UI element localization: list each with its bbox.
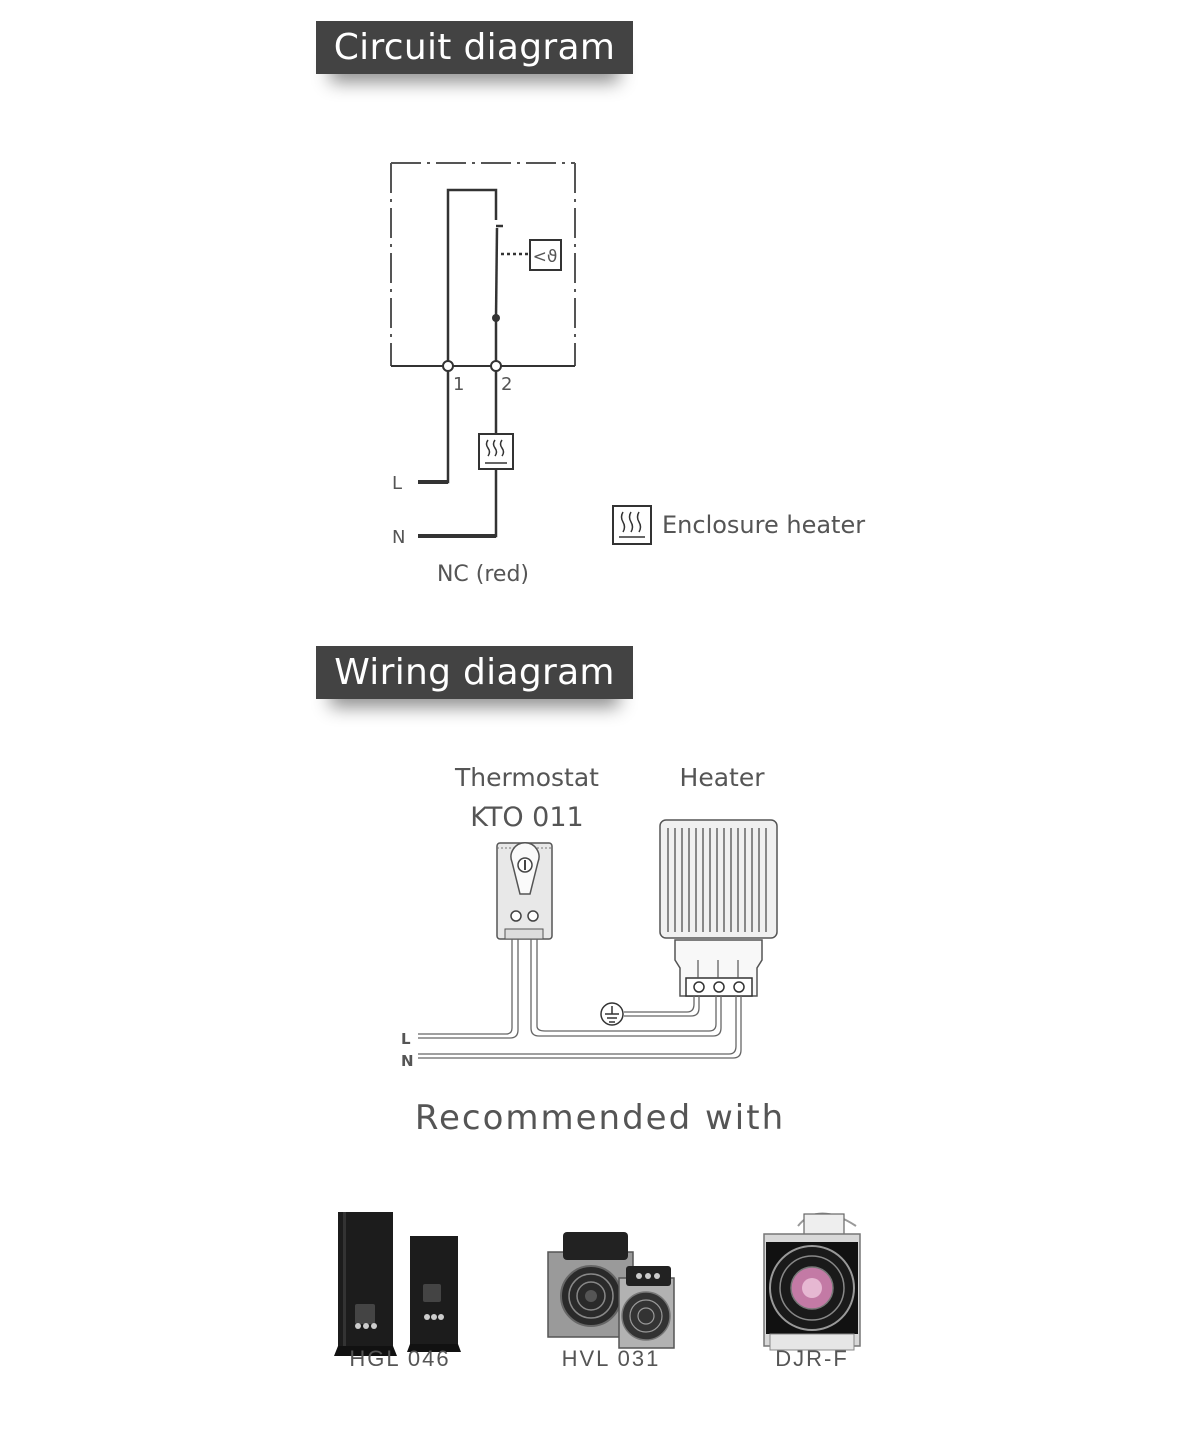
terminal-2	[490, 360, 502, 372]
circuit-diagram-title: Circuit diagram	[316, 21, 633, 74]
thermo-symbol-box	[529, 239, 562, 271]
wiring-line-L: L	[401, 1030, 411, 1048]
ground-icon	[600, 1002, 624, 1026]
terminal-1	[442, 360, 454, 372]
product-image-hvl031[interactable]	[511, 1186, 711, 1386]
product-label-hgl046[interactable]: HGL 046	[349, 1346, 451, 1371]
circuit-diagram: <ϑ 1 2 L N NC (red) Enclosure heater	[390, 162, 865, 587]
wiring-diagram-title: Wiring diagram	[316, 646, 633, 699]
contact-type-label: NC (red)	[437, 562, 529, 587]
enclosure-heater-legend-icon	[612, 505, 652, 545]
heater-label: Heater	[680, 763, 766, 792]
wiring-line-N: N	[401, 1052, 414, 1070]
product-label-hvl031[interactable]: HVL 031	[561, 1346, 661, 1371]
thermostat-label: Thermostat	[454, 763, 599, 792]
circuit-line-N: N	[392, 527, 405, 548]
thermo-symbol: <ϑ	[533, 247, 558, 267]
thermostat-model: KTO 011	[470, 802, 583, 833]
legend-label: Enclosure heater	[662, 511, 865, 539]
circuit-line-L: L	[392, 473, 402, 494]
product-label-djrf[interactable]: DJR-F	[775, 1346, 849, 1371]
heater-symbol	[478, 433, 514, 470]
switch-pivot	[492, 314, 500, 322]
product-image-hgl046[interactable]	[300, 1186, 500, 1386]
thermostat-device	[496, 842, 553, 940]
product-image-djrf[interactable]	[712, 1186, 912, 1386]
terminal-1-label: 1	[453, 374, 464, 395]
heater-device	[659, 819, 778, 997]
terminal-2-label: 2	[501, 374, 512, 395]
recommended-heading: Recommended with	[414, 1098, 786, 1138]
